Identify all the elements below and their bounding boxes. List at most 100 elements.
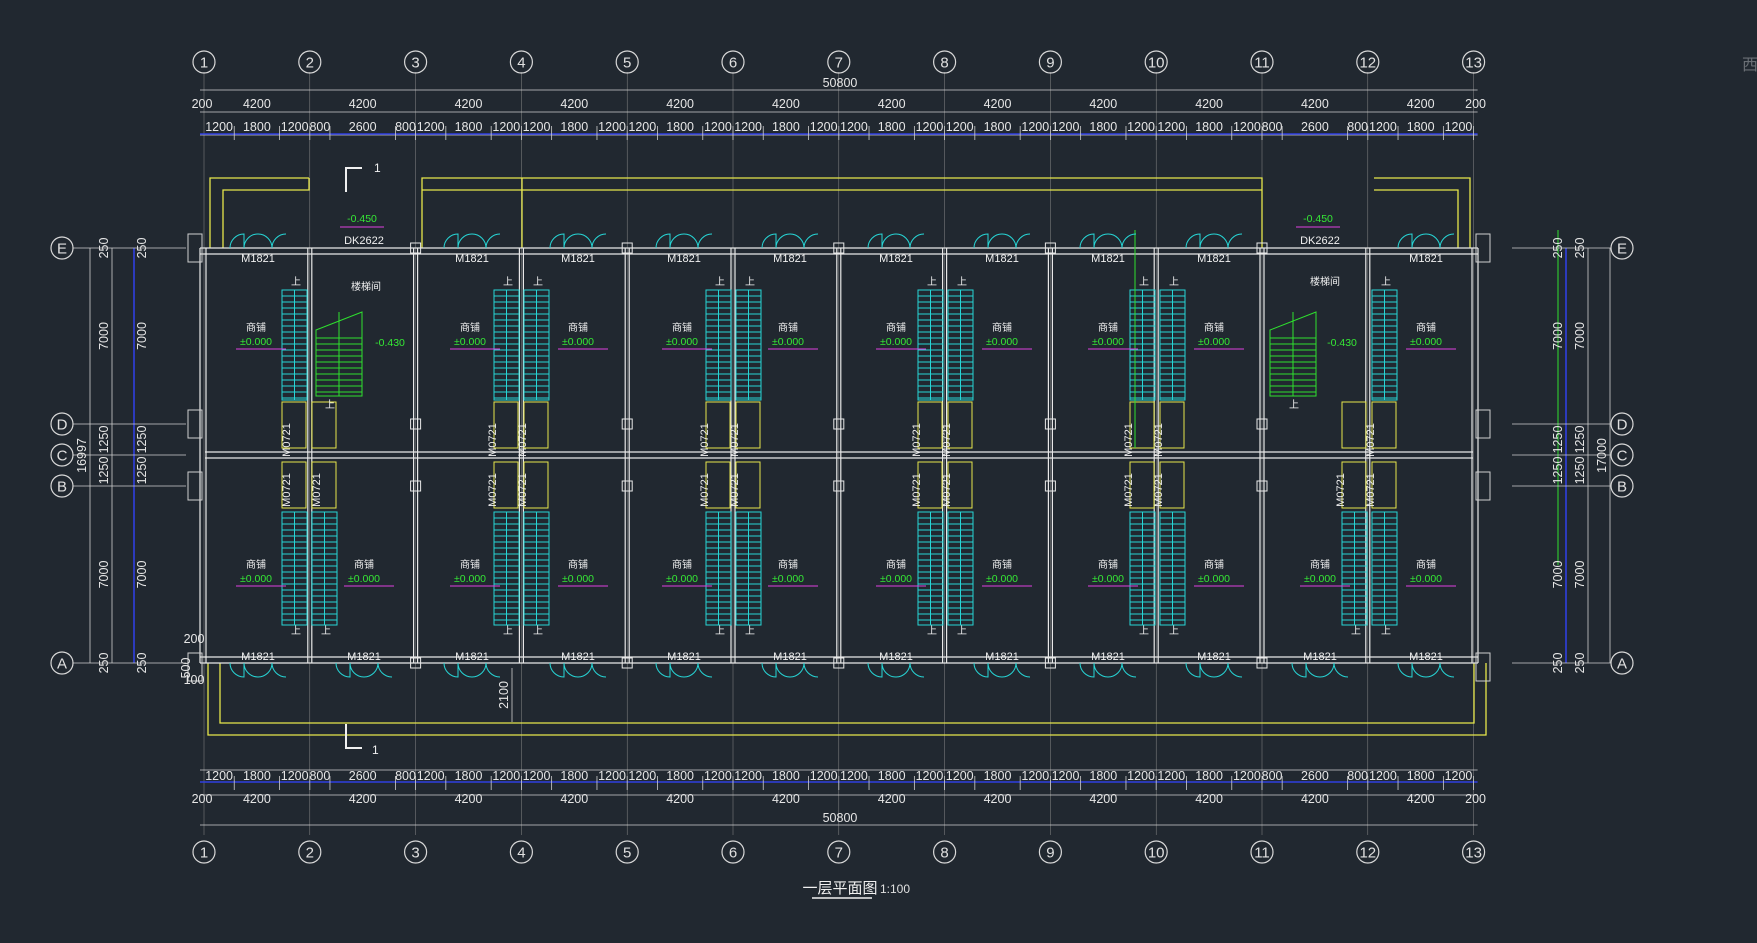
dim-bay-bot-0: 4200 [243, 792, 271, 806]
door-bot-11 [1397, 662, 1455, 678]
service-box-top-5 [735, 401, 761, 449]
shop-name-top-5: 商铺 [886, 321, 906, 334]
svg-text:3: 3 [411, 55, 419, 72]
service-box-top-3 [523, 401, 549, 449]
svg-text:E: E [1617, 241, 1627, 258]
svg-text:3: 3 [411, 845, 419, 862]
grid-lines [203, 72, 1474, 835]
door-label-bot-4: M1821 [667, 651, 701, 663]
dim-sub-top-11: 1200 [598, 120, 626, 134]
axis-bubble-bottom-8: 8 [932, 840, 957, 864]
dim-sub-top-31: 2600 [1301, 120, 1329, 134]
service-box-bot-9 [1159, 461, 1185, 509]
dim-sub-top-7: 1800 [455, 120, 483, 134]
svg-text:11: 11 [1254, 55, 1270, 72]
up-mark-top-6: 上 [957, 276, 967, 288]
shop-name-bot-5: 商铺 [778, 558, 798, 571]
svg-text:5: 5 [623, 845, 631, 862]
dim-sub-top-32: 800 [1347, 120, 1368, 134]
shop-elev-bot-6: ±0.000 [880, 573, 912, 585]
door-top-9 [1397, 233, 1455, 249]
stairwell-ramp-left [315, 311, 363, 397]
dim-sub-top-19: 1800 [878, 120, 906, 134]
shop-elev-top-6: ±0.000 [986, 336, 1018, 348]
stair-bot-b4 [523, 511, 550, 626]
up-mark-top-2: 上 [533, 276, 543, 288]
shop-elev-top-8: ±0.000 [1198, 336, 1230, 348]
door-bot-7 [973, 662, 1031, 678]
svg-text:9: 9 [1046, 845, 1054, 862]
dim-bay-top-9: 4200 [1195, 97, 1223, 111]
dim-sub-top-14: 1200 [704, 120, 732, 134]
shop-elev-top-2: ±0.000 [562, 336, 594, 348]
door-label-top-7: M1821 [1091, 253, 1125, 265]
stair-bot-b6 [735, 511, 762, 626]
shop-elev-bot-10: ±0.000 [1304, 573, 1336, 585]
outline-top-center-outer [421, 177, 1263, 248]
outline-top-left-outer [209, 177, 309, 248]
dim-bay-bot-9: 4200 [1195, 792, 1223, 806]
shop-elev-bot-1: ±0.000 [348, 573, 380, 585]
door-m0721-top-8: M0721 [1153, 423, 1165, 457]
dim-sub-bot-10: 1800 [560, 769, 588, 783]
stair-top-s1 [281, 289, 308, 401]
svg-text:2: 2 [306, 845, 314, 862]
door-label-bot-1: M1821 [347, 651, 381, 663]
stair-bot-b9 [1129, 511, 1156, 626]
door-label-bot-2: M1821 [455, 651, 489, 663]
shop-name-top-6: 商铺 [992, 321, 1012, 334]
service-box-top-2 [493, 401, 519, 449]
svg-text:4: 4 [517, 55, 525, 72]
dim-sub-bot-13: 1800 [666, 769, 694, 783]
dim-edge-bot-left: 200 [192, 792, 213, 806]
shop-name-bot-3: 商铺 [568, 558, 588, 571]
column-3-D [410, 418, 422, 430]
dim-sub-bot-11: 1200 [598, 769, 626, 783]
column-7-D [833, 418, 845, 430]
door-bot-8 [1079, 662, 1137, 678]
stair-bot-b12 [1371, 511, 1398, 626]
dim-sub-top-17: 1200 [810, 120, 838, 134]
svg-text:11: 11 [1254, 845, 1270, 862]
column-11-A [1256, 657, 1268, 669]
shop-elev-bot-8: ±0.000 [1092, 573, 1124, 585]
dim-sub-bot-9: 1200 [523, 769, 551, 783]
axis-bubble-top-3: 3 [404, 50, 428, 74]
dim-side-seg2-right-4: 7000 [1551, 561, 1565, 589]
service-box-bot-4 [705, 461, 731, 509]
pilaster-1 [1475, 233, 1491, 263]
up-mark-bot-8: 上 [1139, 625, 1149, 637]
door-label-bot-6: M1821 [879, 651, 913, 663]
column-11-B [1256, 480, 1268, 492]
dim-sub-top-5: 800 [395, 120, 416, 134]
svg-text:1: 1 [374, 161, 381, 175]
axis-bubble-top-1: 1 [192, 50, 216, 74]
door-m0721-top-4: M0721 [729, 423, 741, 457]
stairwell-ramp-right [1269, 311, 1317, 397]
dim-sub-top-3: 800 [309, 120, 330, 134]
up-mark-top-8: 上 [1169, 276, 1179, 288]
dim-sub-bot-27: 1200 [1157, 769, 1185, 783]
door-m0721-top-2: M0721 [517, 423, 529, 457]
dim-side-seg2-left-1: 7000 [135, 322, 149, 350]
service-box-bot-6 [917, 461, 943, 509]
dim-sub-bot-0: 1200 [205, 769, 233, 783]
dim-sub-top-35: 1200 [1445, 120, 1473, 134]
door-m0721-top-7: M0721 [1123, 423, 1135, 457]
door-top-6 [973, 233, 1031, 249]
dim-side-seg2-left-3: 1250 [135, 457, 149, 485]
dim-overall-top: 50800 [823, 76, 858, 90]
dim-bay-top-6: 4200 [878, 97, 906, 111]
svg-text:10: 10 [1148, 845, 1165, 862]
service-box-bot-7 [947, 461, 973, 509]
drawing-scale: 1:100 [880, 882, 910, 896]
dim-sub-bot-5: 800 [395, 769, 416, 783]
dim-sub-top-0: 1200 [205, 120, 233, 134]
up-mark-bot-3: 上 [533, 625, 543, 637]
svg-text:E: E [57, 241, 67, 258]
pilaster-3 [1475, 652, 1491, 682]
dim-sub-bot-7: 1800 [455, 769, 483, 783]
up-mark-top-7: 上 [1139, 276, 1149, 288]
shop-elev-bot-5: ±0.000 [772, 573, 804, 585]
